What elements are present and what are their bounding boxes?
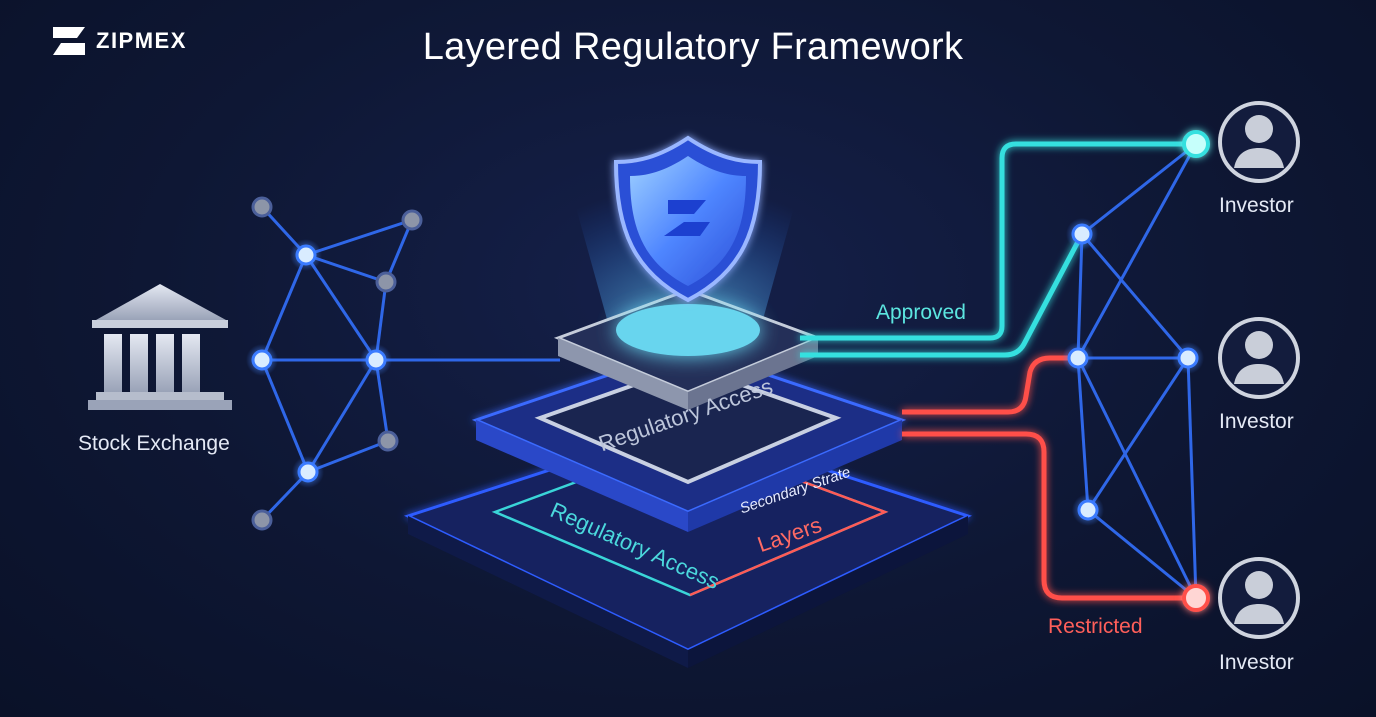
zipmex-logo-icon xyxy=(53,27,85,55)
user-avatar-icon xyxy=(1218,317,1300,399)
approved-flow xyxy=(800,141,1196,358)
right-network-nodes xyxy=(1062,130,1210,612)
bank-building-icon xyxy=(88,284,232,410)
investor-label: Investor xyxy=(1219,194,1294,217)
source-label: Stock Exchange xyxy=(78,432,230,455)
approved-label: Approved xyxy=(876,301,966,324)
investor-label: Investor xyxy=(1219,410,1294,433)
platform-layer-top xyxy=(553,288,823,410)
page-title: Layered Regulatory Framework xyxy=(422,26,964,68)
restricted-label: Restricted xyxy=(1048,615,1143,638)
right-network xyxy=(1076,142,1198,600)
investor-label: Investor xyxy=(1219,651,1294,674)
brand-name: ZIPMEX xyxy=(96,28,187,53)
user-avatar-icon xyxy=(1218,557,1300,639)
platform-layer-bottom xyxy=(403,423,973,668)
restricted-flow xyxy=(902,355,1196,601)
user-avatar-icon xyxy=(1218,101,1300,183)
brand: ZIPMEX xyxy=(50,24,187,58)
left-network-nodes xyxy=(246,196,423,531)
shield-icon xyxy=(613,135,763,303)
